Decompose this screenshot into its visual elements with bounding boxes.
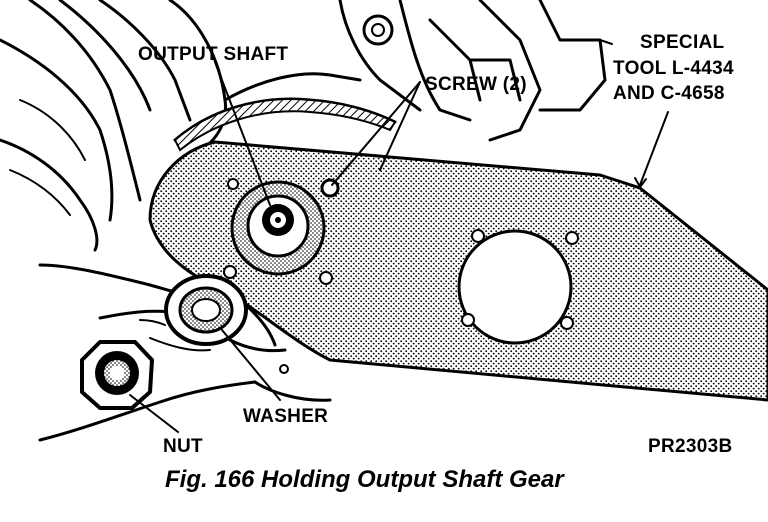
output-shaft-leader [214,61,271,206]
nut-label: NUT [163,436,203,457]
output-shaft-label: OUTPUT SHAFT [138,44,288,65]
output-shaft [230,180,326,276]
figure-code: PR2303B [648,436,732,457]
special-tool-label-line3: AND C-4658 [613,83,725,104]
special-tool-leader [639,111,669,186]
transmission-housing [0,0,613,252]
screw-leader-1 [331,81,421,186]
screw-leader-2 [379,81,421,171]
washer [164,274,248,346]
nut-leader [129,394,179,433]
special-tool-arrow [634,177,647,189]
nut [80,340,154,410]
output-shaft-gear [173,97,397,152]
leader-lines [129,61,669,433]
screw-label: SCREW (2) [425,74,527,95]
washer-label: WASHER [243,406,328,427]
figure-caption: Fig. 166 Holding Output Shaft Gear [165,466,565,493]
special-tool-plate [148,140,768,402]
special-tool-label-line2: TOOL L-4434 [613,58,734,79]
special-tool-label-line1: SPECIAL [640,32,725,53]
washer-leader [221,329,281,401]
